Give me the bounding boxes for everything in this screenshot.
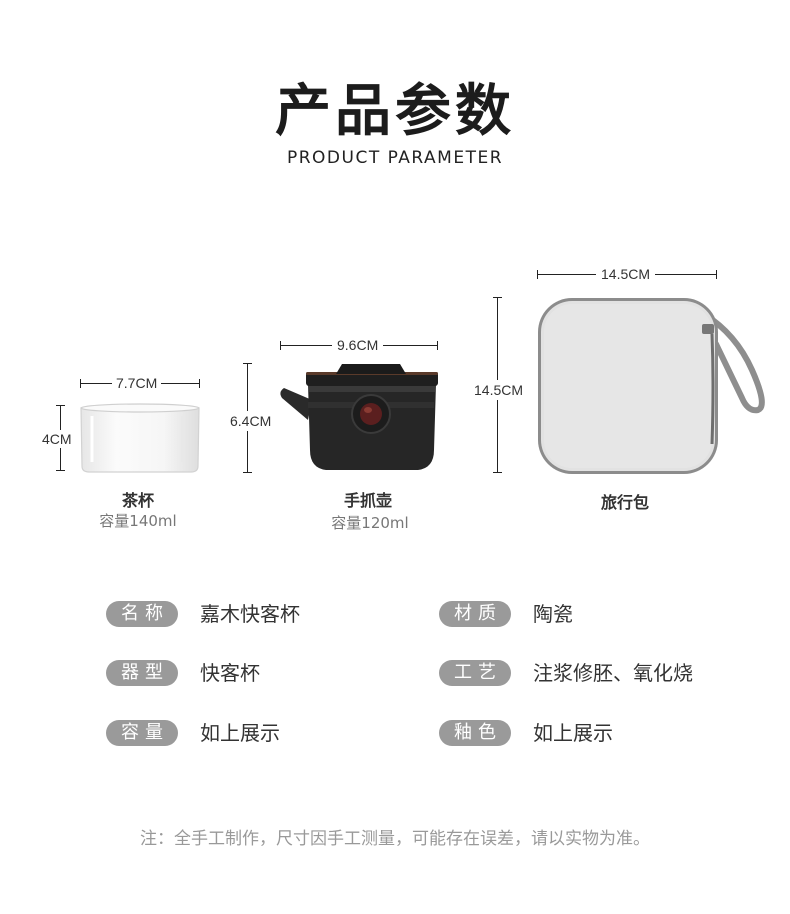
footnote: 注：全手工制作，尺寸因手工测量，可能存在误差，请以实物为准。 bbox=[140, 829, 650, 849]
spec-value: 注浆修胚、氧化烧 bbox=[533, 661, 693, 685]
spec-value: 如上展示 bbox=[533, 721, 613, 745]
bag-width-label: 14.5CM bbox=[596, 266, 656, 282]
spec-label: 名称 bbox=[106, 601, 178, 627]
cup-name: 茶杯 bbox=[121, 491, 154, 510]
glass-cup-image bbox=[80, 403, 200, 473]
page-subtitle: PRODUCT PARAMETER bbox=[286, 148, 504, 168]
spec-label: 容量 bbox=[106, 720, 178, 746]
spec-label: 釉色 bbox=[439, 720, 511, 746]
spec-label: 器型 bbox=[106, 660, 178, 686]
spec-value: 如上展示 bbox=[200, 721, 280, 745]
bag-height-label: 14.5CM bbox=[474, 380, 524, 400]
spec-value: 嘉木快客杯 bbox=[200, 602, 300, 626]
page-title: 产品参数 bbox=[275, 79, 515, 144]
pot-name: 手抓壶 bbox=[343, 491, 392, 510]
pot-capacity: 容量120ml bbox=[331, 514, 409, 532]
teapot-image bbox=[280, 364, 438, 470]
spec-label: 工艺 bbox=[439, 660, 511, 686]
spec-value: 陶瓷 bbox=[533, 602, 573, 626]
bag-name: 旅行包 bbox=[600, 493, 649, 512]
pot-height-label: 6.4CM bbox=[230, 411, 272, 431]
cup-capacity: 容量140ml bbox=[99, 512, 177, 530]
cup-height-label: 4CM bbox=[42, 430, 72, 448]
cup-width-label: 7.7CM bbox=[112, 375, 162, 391]
spec-label: 材质 bbox=[439, 601, 511, 627]
pot-width-label: 9.6CM bbox=[332, 337, 384, 353]
spec-value: 快客杯 bbox=[200, 661, 260, 685]
travel-bag-image bbox=[538, 298, 765, 474]
